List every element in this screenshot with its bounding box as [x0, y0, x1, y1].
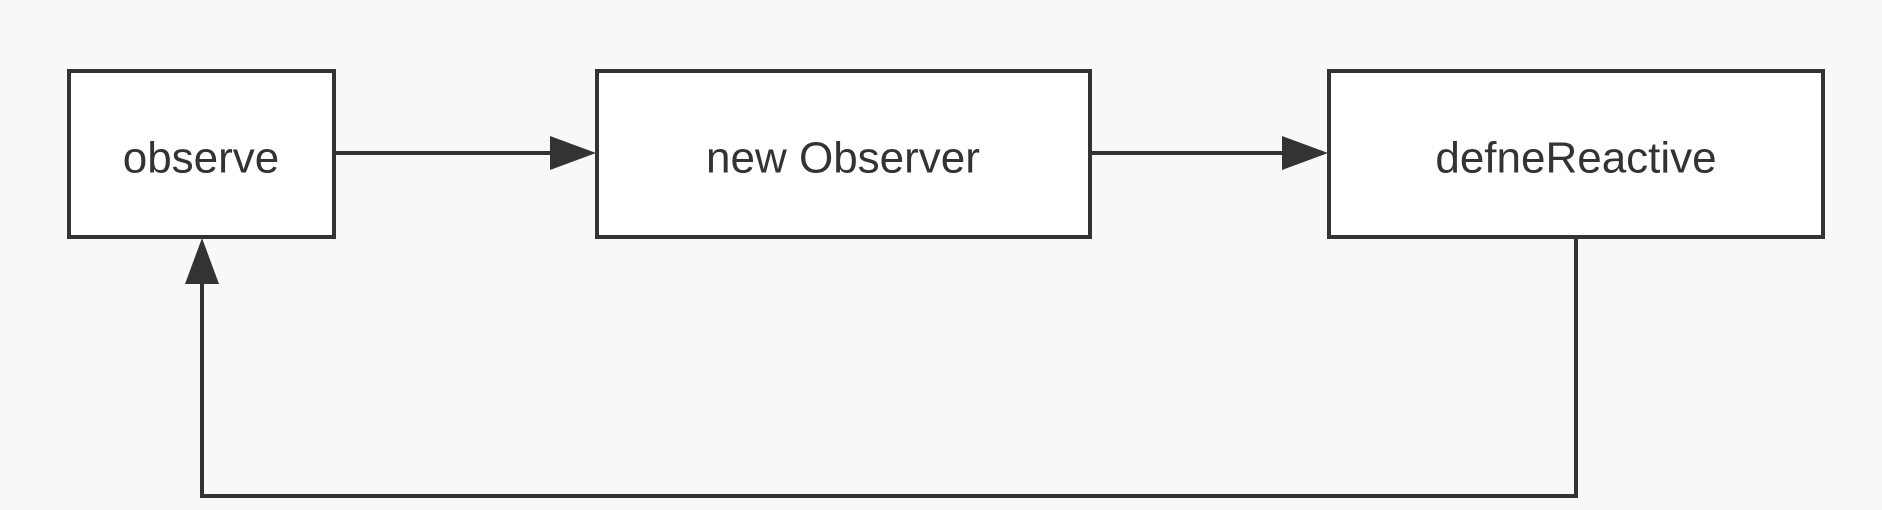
node-box: [1327, 69, 1825, 239]
node-box: [67, 69, 336, 239]
edge-new-observer-to-defne-reactive: [1091, 136, 1328, 170]
node-label: defneReactive: [1435, 134, 1716, 183]
node-defne-reactive[interactable]: defneReactive: [1327, 69, 1825, 239]
edge-defne-reactive-to-observe: [185, 238, 1578, 498]
edge-line: [200, 238, 1578, 498]
edge-observe-to-new-observer: [336, 136, 596, 170]
node-label: observe: [123, 134, 280, 183]
arrowhead-up-icon: [185, 238, 219, 284]
node-box: [595, 69, 1092, 239]
arrowhead-right-icon: [1282, 136, 1328, 170]
node-observe[interactable]: observe: [67, 69, 336, 239]
arrowhead-right-icon: [550, 136, 596, 170]
node-new-observer[interactable]: new Observer: [595, 69, 1092, 239]
node-label: new Observer: [706, 134, 980, 183]
